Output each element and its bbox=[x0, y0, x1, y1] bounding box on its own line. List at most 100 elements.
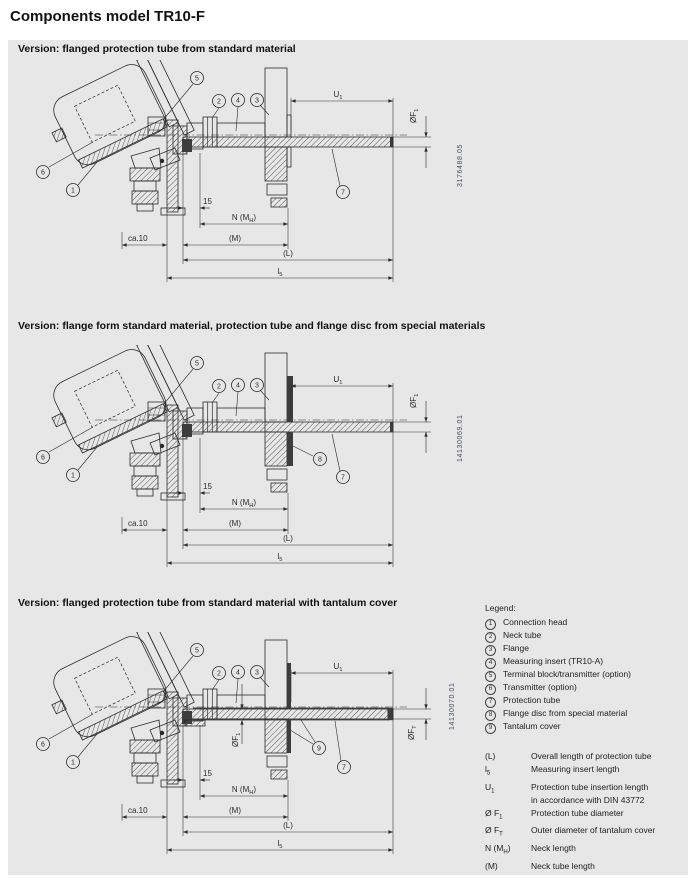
svg-text:4: 4 bbox=[236, 98, 240, 105]
callout-7: 7 bbox=[334, 720, 351, 774]
callout-3: 3 bbox=[250, 665, 270, 688]
svg-text:4: 4 bbox=[236, 383, 240, 390]
circled-number-icon: 7 bbox=[485, 697, 496, 708]
dimension-key-row: (M) Neck tube length bbox=[485, 860, 687, 873]
callout-7: 7 bbox=[331, 148, 350, 199]
svg-text:7: 7 bbox=[341, 475, 345, 482]
dim-label-f1: ØF1 bbox=[409, 394, 420, 408]
dimension-description: Overall length of protection tube bbox=[531, 751, 652, 761]
terminal-block bbox=[147, 401, 166, 422]
legend-item-label: Flange bbox=[503, 643, 529, 653]
connection-head bbox=[51, 60, 195, 169]
circled-number-icon: 6 bbox=[485, 684, 496, 695]
svg-text:2: 2 bbox=[217, 384, 221, 391]
dim-label-15: 15 bbox=[203, 769, 212, 778]
dim-label-l: (L) bbox=[283, 534, 293, 543]
drawing-number-3: 14130070.01 bbox=[449, 682, 456, 730]
callout-6: 6 bbox=[36, 426, 94, 464]
svg-text:7: 7 bbox=[341, 190, 345, 197]
dim-label-f1: ØF1 bbox=[231, 733, 242, 747]
callout-6: 6 bbox=[36, 713, 94, 751]
flange-disc bbox=[287, 376, 293, 466]
page-title: Components model TR10-F bbox=[10, 8, 206, 25]
dimension-symbol: l5 bbox=[485, 764, 491, 777]
terminal-block bbox=[147, 688, 166, 709]
callout-5: 5 bbox=[162, 356, 204, 406]
legend-title: Legend: bbox=[485, 603, 516, 613]
dim-label-15: 15 bbox=[203, 197, 212, 206]
drawing-number-2: 14130069.01 bbox=[457, 414, 464, 462]
dim-label-ca10: ca.10 bbox=[128, 519, 148, 528]
svg-text:5: 5 bbox=[195, 361, 199, 368]
dim-label-u1: U1 bbox=[333, 90, 342, 101]
dimension-key-row: (L) Overall length of protection tube bbox=[485, 750, 687, 763]
callout-1: 1 bbox=[66, 446, 98, 482]
svg-text:6: 6 bbox=[41, 170, 45, 177]
callout-8: 8 bbox=[292, 445, 327, 466]
legend-item: 8 Flange disc from special material bbox=[485, 707, 687, 721]
dim-label-ft: ØFT bbox=[407, 725, 418, 740]
callout-7: 7 bbox=[331, 433, 350, 484]
legend-item-label: Neck tube bbox=[503, 630, 542, 640]
svg-text:7: 7 bbox=[342, 765, 346, 772]
callout-1: 1 bbox=[66, 733, 98, 769]
dim-label-n-mh: N (MH) bbox=[232, 785, 257, 796]
dimension-symbol: (M) bbox=[485, 860, 498, 871]
dim-label-f1: ØF1 bbox=[409, 109, 420, 123]
dimension-description: Outer diameter of tantalum cover bbox=[531, 825, 656, 836]
svg-text:8: 8 bbox=[318, 457, 322, 464]
svg-text:1: 1 bbox=[71, 188, 75, 195]
callout-4: 4 bbox=[231, 665, 245, 704]
circled-number-icon: 8 bbox=[485, 710, 496, 721]
dim-label-ca10: ca.10 bbox=[128, 234, 148, 243]
svg-text:3: 3 bbox=[255, 98, 259, 105]
svg-text:5: 5 bbox=[195, 76, 199, 83]
tantalum-cover bbox=[287, 663, 291, 753]
dim-label-15: 15 bbox=[203, 482, 212, 491]
section-heading-special-disc: Version: flange form standard material, … bbox=[18, 320, 486, 332]
dimension-key-row: N (MH)Neck length bbox=[485, 842, 687, 860]
dim-label-l5: l5 bbox=[277, 839, 282, 850]
callout-4: 4 bbox=[231, 93, 245, 132]
svg-text:2: 2 bbox=[217, 99, 221, 106]
svg-text:4: 4 bbox=[236, 670, 240, 677]
legend-item-label: Flange disc from special material bbox=[503, 708, 628, 718]
dim-label-u1: U1 bbox=[333, 375, 342, 386]
dim-label-n-mh: N (MH) bbox=[232, 498, 257, 509]
svg-text:3: 3 bbox=[255, 670, 259, 677]
circled-number-icon: 2 bbox=[485, 632, 496, 643]
svg-text:3: 3 bbox=[255, 383, 259, 390]
section-heading-standard: Version: flanged protection tube from st… bbox=[18, 43, 296, 55]
flange bbox=[264, 67, 292, 208]
dimension-symbol: (L) bbox=[485, 751, 496, 761]
dim-label-ca10: ca.10 bbox=[128, 806, 148, 815]
dim-label-m: (M) bbox=[229, 806, 241, 815]
dimension-description: Protection tube diameter bbox=[531, 807, 624, 818]
legend-item-label: Transmitter (option) bbox=[503, 682, 577, 692]
dimension-description: Neck tube length bbox=[531, 860, 595, 871]
legend-item-label: Tantalum cover bbox=[503, 721, 561, 731]
dim-label-l: (L) bbox=[283, 249, 293, 258]
callout-5: 5 bbox=[162, 643, 204, 693]
callout-4: 4 bbox=[231, 378, 245, 417]
dim-label-n-mh: N (MH) bbox=[232, 213, 257, 224]
legend-item: 2 Neck tube bbox=[485, 629, 687, 643]
section-heading-tantalum: Version: flanged protection tube from st… bbox=[18, 597, 398, 609]
legend-item: 6 Transmitter (option) bbox=[485, 681, 687, 695]
